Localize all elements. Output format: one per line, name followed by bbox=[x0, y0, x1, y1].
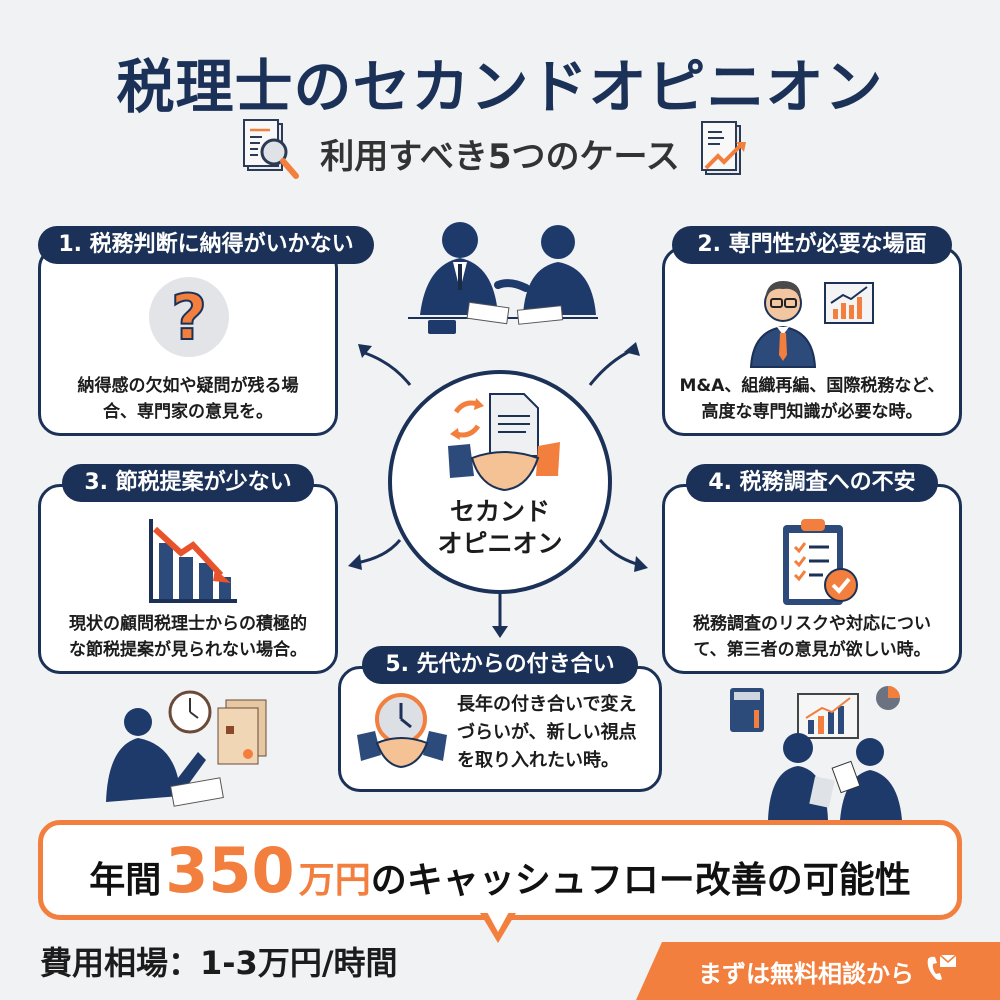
phone-mail-icon bbox=[924, 953, 958, 989]
consultant-desk-illustration bbox=[98, 682, 298, 816]
case-3-desc-line2: な節税提案が見られない場合。 bbox=[69, 640, 307, 660]
banner-suffix: のキャッシュフロー改善の可能性 bbox=[370, 859, 911, 901]
team-analysis-illustration bbox=[728, 680, 908, 824]
case-5-desc-line3: を取り入れたい時。 bbox=[457, 750, 619, 771]
svg-text:?: ? bbox=[171, 281, 207, 354]
case-3-title: 3. 節税提案が少ない bbox=[62, 464, 314, 502]
case-card-5: 長年の付き合いで変え づらいが、新しい視点 を取り入れたい時。 bbox=[338, 666, 662, 792]
banner-unit: 万円 bbox=[298, 859, 371, 901]
case-5-title: 5. 先代からの付き合い bbox=[362, 646, 638, 684]
page-title: 税理士のセカンドオピニオン bbox=[116, 53, 884, 121]
case-1-desc-line1: 納得感の欠如や疑問が残る場 bbox=[77, 376, 299, 396]
fee-text: 費用相場：1-3万円/時間 bbox=[40, 944, 398, 982]
expert-chart-icon bbox=[749, 273, 879, 373]
case-5-desc-line2: づらいが、新しい視点 bbox=[457, 722, 637, 743]
subtitle-row: 利用すべき5つのケース bbox=[0, 118, 1000, 188]
case-5-desc-line1: 長年の付き合いで変え bbox=[457, 694, 637, 715]
banner-amount: 350 bbox=[165, 833, 295, 907]
hub-circle: セカンド オピニオン bbox=[388, 370, 612, 594]
question-mark-icon: ? bbox=[147, 275, 231, 363]
declining-chart-icon bbox=[145, 517, 241, 609]
case-4-desc-line1: 税務調査のリスクや対応につい bbox=[693, 614, 931, 634]
case-card-4: 税務調査のリスクや対応につい て、第三者の意見が欲しい時。 bbox=[662, 484, 962, 674]
clipboard-check-icon bbox=[779, 515, 865, 613]
cta-label: まずは無料相談から bbox=[698, 959, 914, 988]
case-4-title: 4. 税務調査への不安 bbox=[686, 464, 938, 502]
case-card-2: M&A、組織再編、国際税務など、 高度な専門知識が必要な時。 bbox=[662, 246, 962, 436]
document-search-icon bbox=[240, 118, 306, 188]
case-3-desc-line1: 現状の顧問税理士からの積極的 bbox=[69, 614, 307, 634]
case-1-title: 1. 税務判断に納得がいかない bbox=[38, 226, 374, 264]
hub-label-line1: セカンド bbox=[449, 497, 550, 526]
meeting-illustration bbox=[398, 210, 608, 344]
cashflow-banner: 年間 350 万円 のキャッシュフロー改善の可能性 bbox=[38, 820, 962, 920]
handshake-document-icon bbox=[448, 390, 560, 498]
banner-prefix: 年間 bbox=[89, 859, 162, 901]
clock-handshake-icon bbox=[357, 689, 447, 783]
subtitle: 利用すべき5つのケース bbox=[320, 136, 680, 177]
case-2-desc-line1: M&A、組織再編、国際税務など、 bbox=[679, 376, 945, 396]
case-card-1: ? 納得感の欠如や疑問が残る場 合、専門家の意見を。 bbox=[38, 246, 338, 436]
case-1-desc-line2: 合、専門家の意見を。 bbox=[103, 402, 273, 422]
case-4-desc-line2: て、第三者の意見が欲しい時。 bbox=[693, 640, 931, 660]
case-2-desc-line2: 高度な専門知識が必要な時。 bbox=[701, 402, 923, 422]
hub-label-line2: オピニオン bbox=[437, 529, 563, 558]
free-consultation-button[interactable]: まずは無料相談から bbox=[636, 942, 1000, 1000]
case-2-title: 2. 専門性が必要な場面 bbox=[672, 226, 952, 264]
document-chart-icon bbox=[694, 118, 760, 188]
banner-pointer-inner bbox=[486, 910, 510, 932]
